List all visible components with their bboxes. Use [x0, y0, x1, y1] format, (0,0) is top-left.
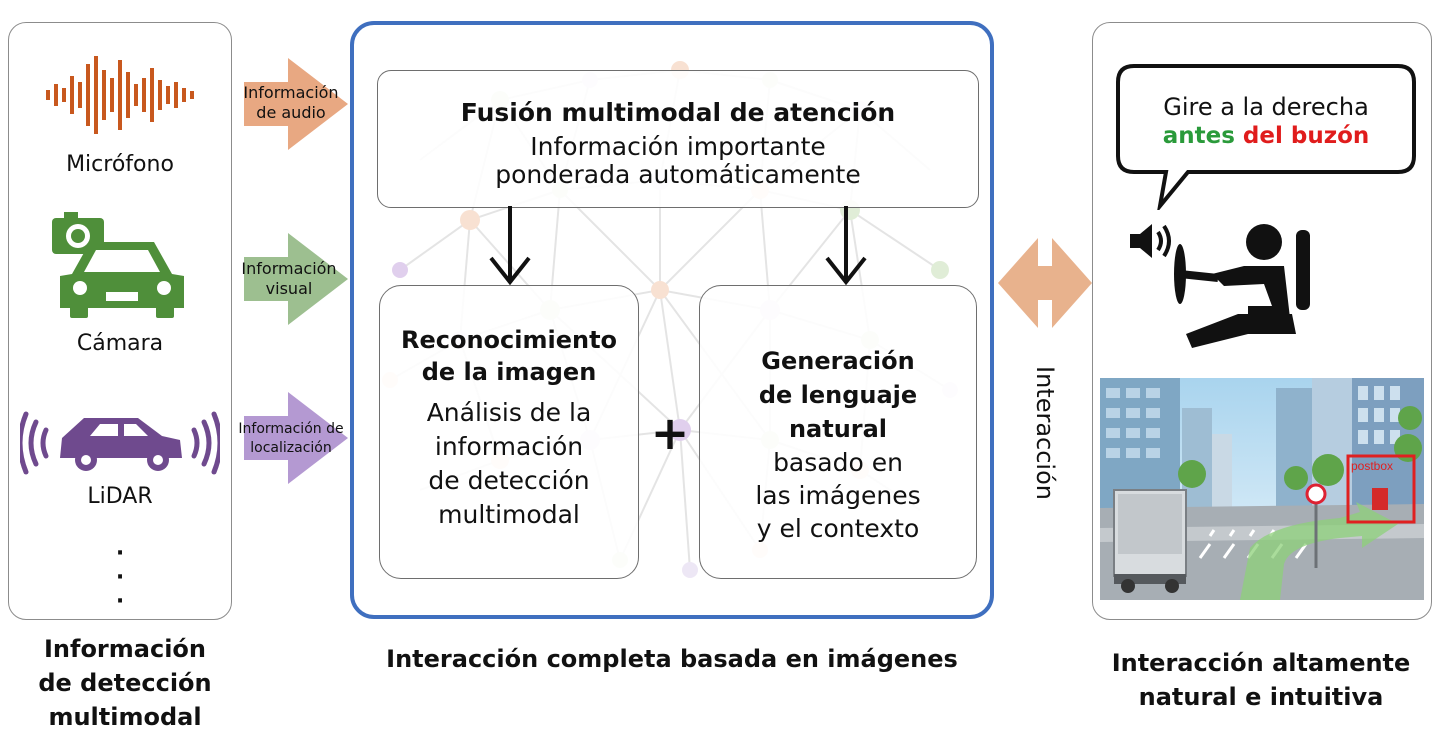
plus-sign: + — [650, 406, 690, 460]
camera-label: Cámara — [76, 331, 164, 356]
audio-arrow — [244, 58, 348, 150]
left-caption-line-1: Información — [43, 635, 206, 663]
speech-green-word: antes — [1162, 123, 1235, 149]
microphone-label: Micrófono — [66, 152, 174, 177]
generation-title-1: Generación — [761, 347, 915, 375]
language-generation-box: Generación de lenguaje natural basado en… — [699, 285, 977, 579]
fusion-text-1: Información importante — [530, 132, 826, 161]
visual-arrow — [244, 233, 348, 325]
right-caption-line-2: natural e intuitiva — [1138, 683, 1384, 711]
speaker-icon — [1130, 224, 1171, 258]
lidar-label: LiDAR — [87, 484, 153, 509]
microphone-waveform-icon — [46, 56, 194, 134]
driver-icon — [1174, 224, 1310, 348]
generation-title-2: de lenguaje — [758, 381, 918, 409]
speech-line-2: antes del buzón — [1118, 122, 1414, 150]
generation-text-1: basado en — [773, 448, 903, 477]
postbox-label: postbox — [1351, 459, 1393, 473]
center-caption: Interacción completa basada en imágenes — [386, 645, 958, 673]
generation-title-3: natural — [788, 415, 888, 443]
speech-red-words: del buzón — [1242, 123, 1370, 149]
right-caption-line-1: Interacción altamente — [1111, 649, 1411, 677]
fusion-title: Fusión multimodal de atención — [460, 98, 896, 127]
camera-car-icon — [52, 212, 184, 318]
lidar-car-icon — [20, 411, 220, 475]
recognition-text-4: multimodal — [438, 500, 580, 529]
location-arrow-label: Información de localización — [238, 421, 344, 456]
recognition-text-3: de detección — [428, 466, 590, 495]
left-caption-line-2: de detección — [38, 669, 212, 697]
left-caption-line-3: multimodal — [48, 703, 202, 731]
left-caption: Información de detección multimodal — [10, 632, 240, 734]
visual-arrow-label: Información visual — [241, 259, 337, 298]
fusion-text-2: ponderada automáticamente — [495, 160, 861, 189]
down-arrow-right — [825, 206, 867, 286]
recognition-title-2: de la imagen — [421, 358, 597, 386]
right-caption: Interacción altamente natural e intuitiv… — [1086, 646, 1436, 714]
recognition-text-1: Análisis de la — [426, 398, 592, 427]
generation-text-2: las imágenes — [755, 481, 921, 510]
interaction-label: Interacción — [1031, 366, 1059, 500]
location-arrow — [244, 392, 348, 484]
more-sensors-dots: · · · — [115, 541, 125, 614]
audio-arrow-label: Información de audio — [243, 83, 339, 122]
fusion-box: Fusión multimodal de atención Informació… — [377, 70, 979, 208]
recognition-title-1: Reconocimiento — [400, 326, 618, 354]
down-arrow-left — [489, 206, 531, 286]
speech-line-1: Gire a la derecha — [1163, 93, 1369, 121]
speech-bubble — [1116, 64, 1416, 210]
generation-text-3: y el contexto — [756, 514, 920, 543]
street-scene-image: postbox — [1100, 378, 1424, 600]
interaction-double-arrow — [998, 238, 1092, 328]
recognition-text-2: información — [434, 432, 584, 461]
image-recognition-box: Reconocimiento de la imagen Análisis de … — [379, 285, 639, 579]
